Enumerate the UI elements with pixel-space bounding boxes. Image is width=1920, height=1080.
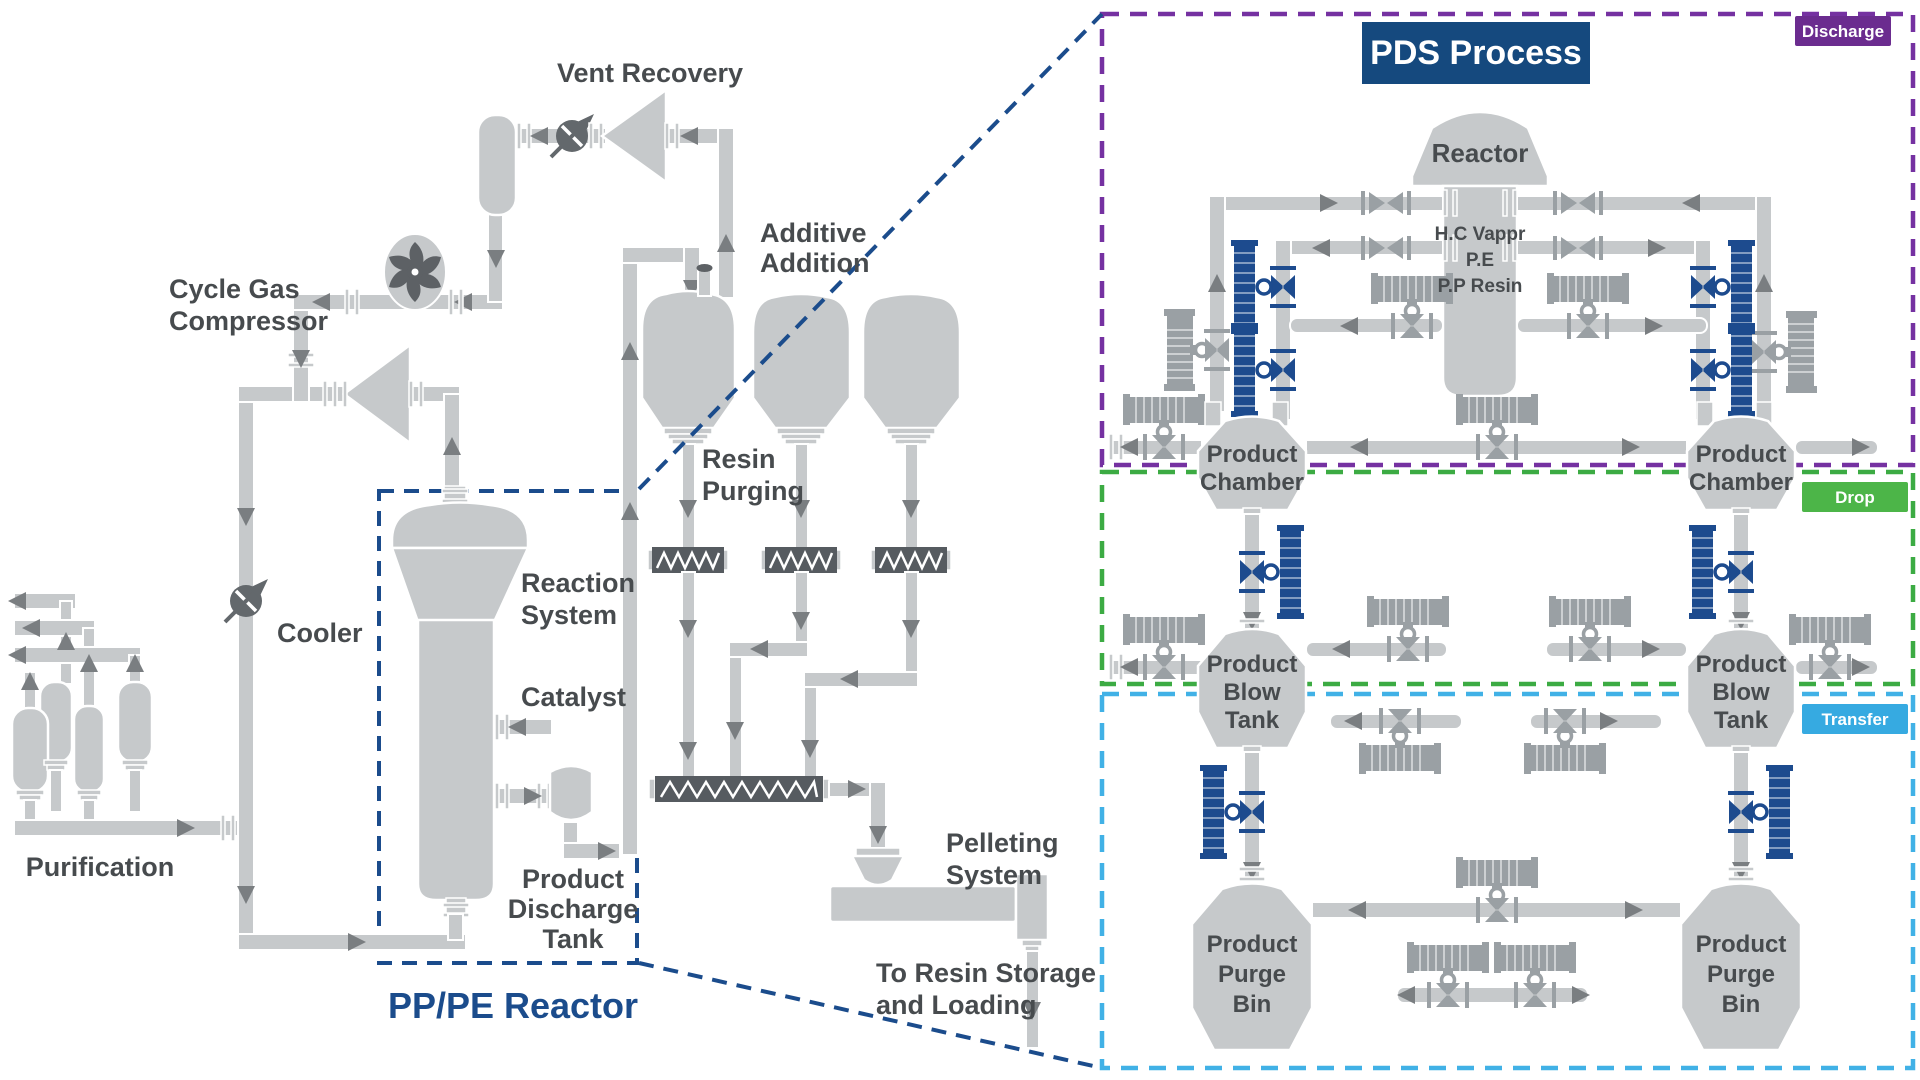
vent-valve-icon	[549, 112, 596, 159]
product-discharge-tank-vessel	[548, 764, 594, 822]
product-blow-tank-right-label: Product	[1696, 651, 1787, 678]
product-purge-bin-right	[1679, 882, 1803, 1052]
vent-recovery-expander-icon	[599, 87, 668, 185]
callout-line-bottom	[638, 961, 1103, 1070]
resin-purging-silo	[640, 264, 737, 445]
catalyst-label: Catalyst	[521, 682, 626, 712]
vent-recovery-label: Vent Recovery	[557, 58, 743, 88]
pds-reactor-contents: H.C Vappr	[1435, 224, 1526, 245]
additive-silo	[751, 292, 852, 445]
product-purge-bin-left-label: Product	[1207, 931, 1298, 958]
discharge-badge-label: Discharge	[1802, 22, 1884, 41]
callout-line-top	[637, 12, 1104, 491]
cooler-valve-icon	[223, 577, 270, 624]
cycle-gas-compressor-icon	[341, 342, 412, 446]
transfer-zone-border	[1099, 691, 1916, 1071]
product-purge-bin-left	[1190, 882, 1314, 1052]
pp-pe-reactor-zone-border	[377, 489, 639, 965]
purification-columns	[10, 680, 154, 823]
product-blow-tank-right-label: Blow	[1712, 679, 1770, 706]
drop-badge-label: Drop	[1835, 488, 1875, 507]
resin-purging-label: Purging	[702, 476, 804, 506]
product-discharge-tank-label: Product	[522, 864, 624, 894]
pp-pe-reactor-label: PP/PE Reactor	[388, 985, 638, 1026]
pds-reactor-label: Reactor	[1432, 138, 1529, 168]
product-chamber-left-label: Chamber	[1200, 469, 1304, 496]
additive-addition-label: Additive	[760, 218, 867, 248]
product-purge-bin-right-label: Product	[1696, 931, 1787, 958]
product-discharge-tank-label: Discharge	[508, 894, 639, 924]
product-blow-tank-right-label: Tank	[1714, 707, 1769, 734]
product-purge-bin-right-label: Bin	[1722, 991, 1761, 1018]
transfer-badge	[1802, 704, 1908, 734]
product-blow-tank-left-label: Product	[1207, 651, 1298, 678]
pelleting-system-label: Pelleting	[946, 828, 1059, 858]
cycle-gas-compressor-label: Cycle Gas	[169, 274, 300, 304]
purification-label: Purification	[26, 852, 175, 882]
additive-silo	[861, 292, 962, 445]
reaction-system-label: Reaction	[521, 568, 635, 598]
zone-borders	[377, 11, 1916, 1071]
screw-conveyor-icon	[759, 545, 843, 575]
product-chamber-left-label: Product	[1207, 441, 1298, 468]
screw-conveyor-icon	[869, 545, 953, 575]
pds-reactor-vessel	[1410, 110, 1550, 398]
cycle-gas-fan-icon	[383, 233, 447, 311]
product-chamber-right-label: Chamber	[1689, 469, 1793, 496]
reaction-system-label: System	[521, 600, 617, 630]
product-blow-tank-left-label: Blow	[1223, 679, 1281, 706]
vent-recovery-vessel	[476, 113, 518, 217]
cooler-label: Cooler	[277, 618, 363, 648]
discharge-badge	[1795, 16, 1891, 46]
pp-pe-plant	[8, 87, 1050, 1049]
resin-purging-label: Resin	[702, 444, 776, 474]
pds-reactor-contents: P.E	[1466, 250, 1494, 271]
to-resin-storage-label: To Resin Storage	[876, 958, 1096, 988]
to-resin-storage-label: and Loading	[876, 990, 1036, 1020]
discharge-zone-border	[1099, 11, 1916, 468]
reaction-system-reactor	[390, 485, 530, 941]
drop-badge	[1802, 482, 1908, 512]
purge-screw-conveyor-icon	[647, 774, 831, 804]
additive-addition-label: Addition	[760, 248, 869, 278]
product-chamber-right-label: Product	[1696, 441, 1787, 468]
transfer-badge-label: Transfer	[1821, 710, 1888, 729]
pds-process	[1108, 110, 1879, 1052]
screw-conveyor-icon	[646, 545, 730, 575]
pds-title: PDS Process	[1370, 34, 1582, 72]
product-discharge-tank-label: Tank	[542, 924, 604, 954]
pds-title-box	[1362, 22, 1590, 84]
drop-zone-border	[1099, 469, 1916, 687]
pelleting-system-label: System	[946, 860, 1042, 890]
cycle-gas-compressor-label: Compressor	[169, 306, 329, 336]
product-blow-tank-left-label: Tank	[1225, 707, 1280, 734]
product-purge-bin-right-label: Purge	[1707, 961, 1775, 988]
product-purge-bin-left-label: Purge	[1218, 961, 1286, 988]
pds-reactor-contents: P.P Resin	[1438, 276, 1523, 297]
pelleting-system-icon	[828, 847, 1050, 1049]
product-purge-bin-left-label: Bin	[1233, 991, 1272, 1018]
